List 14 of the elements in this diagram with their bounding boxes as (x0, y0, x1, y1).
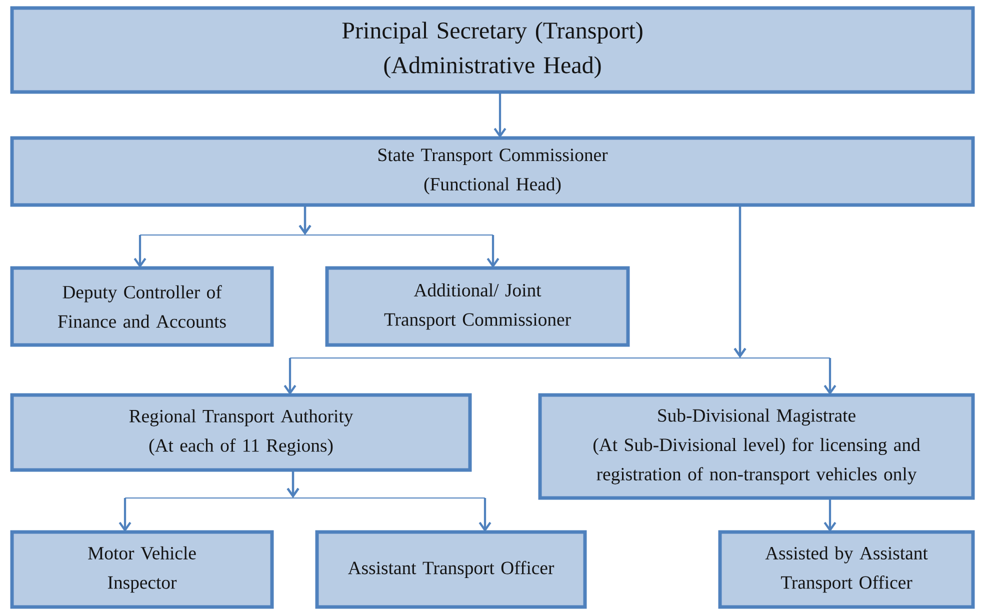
org-box: Deputy Controller of Finance and Accounts (10, 266, 274, 347)
org-box: State Transport Commissioner (Functional Head) (10, 136, 975, 207)
org-box: Motor Vehicle Inspector (10, 530, 274, 609)
org-box: Assisted by Assistant Transport Officer (718, 530, 975, 609)
org-box: Regional Transport Authority (At each of 11 Regions) (10, 393, 472, 472)
org-box: Principal Secretary (Transport) (Administrative Head) (10, 6, 975, 94)
org-box: Additional/ Joint Transport Commissioner (325, 266, 630, 347)
arrow (734, 205, 836, 395)
arrow (824, 498, 836, 532)
org-box: Assistant Transport Officer (315, 530, 587, 609)
arrow (494, 92, 506, 138)
org-box: Sub-Divisional Magistrate (At Sub-Divisional level) for licensing and registration of non-transport vehicles only (538, 393, 975, 500)
arrow (286, 470, 492, 532)
arrow (298, 205, 500, 268)
